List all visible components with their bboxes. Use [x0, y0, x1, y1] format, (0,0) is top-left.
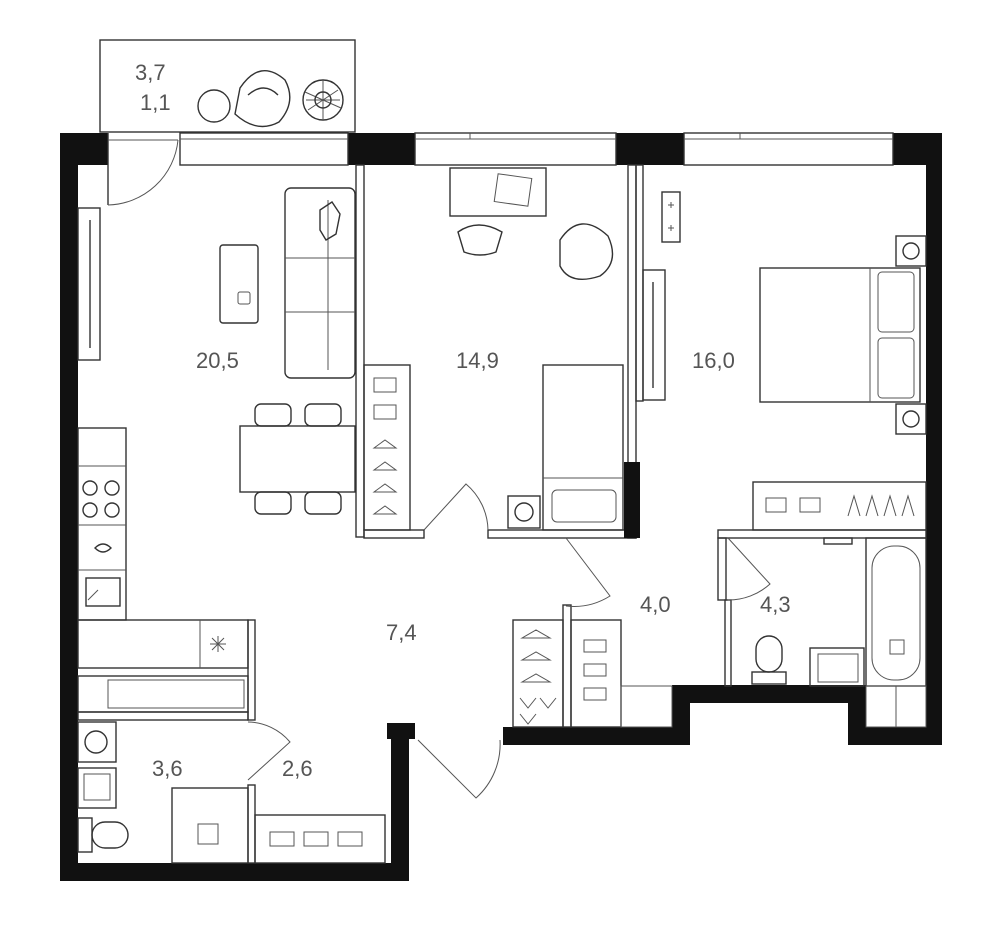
wardrobe-icon: [512, 619, 622, 728]
kitchen-cabinet: [77, 675, 249, 713]
plant-icon: [302, 79, 344, 121]
armchair-icon: [234, 70, 291, 128]
door-icon: [565, 537, 771, 607]
bathtub-icon: [865, 537, 927, 687]
toilet-icon: [77, 817, 129, 853]
kitchen-counter: [77, 427, 127, 621]
sink-icon: [85, 543, 121, 607]
tv-icon: [77, 207, 101, 361]
corridor-area-label: 4,0: [640, 592, 671, 617]
desk-chair-icon: [457, 224, 503, 256]
entrance-door-icon: [417, 739, 501, 799]
bedroom-area-label: 16,0: [692, 348, 735, 373]
interior-walls: [77, 164, 927, 864]
single-bed-icon: [542, 364, 624, 531]
outlet-icon: [661, 191, 681, 243]
door-icon: [423, 483, 489, 531]
laundry-area-label: 3,6: [152, 756, 183, 781]
stove-icon: [82, 480, 120, 518]
dining-table-icon: [239, 403, 356, 515]
bedroom-office-area-label: 14,9: [456, 348, 499, 373]
tv-icon: [642, 269, 666, 401]
desk-icon: [449, 167, 547, 217]
balcony-outline: [99, 39, 356, 133]
balcony-area2-label: 1,1: [140, 90, 171, 115]
wardrobe-icon: [363, 364, 411, 531]
balcony-door-icon: [107, 133, 179, 206]
shower-icon: [171, 787, 249, 864]
balcony-table-icon: [197, 89, 231, 123]
wardrobe-icon: [752, 481, 927, 531]
balcony: [99, 39, 356, 133]
armchair-icon: [559, 223, 614, 280]
washing-machine-icon: [77, 721, 117, 763]
nightstand-icon: [895, 235, 927, 435]
living-kitchen-area-label: 20,5: [196, 348, 239, 373]
window-icon: [179, 132, 894, 166]
fridge-icon: [77, 619, 249, 669]
door-icon: [247, 721, 291, 781]
bed-icon: [759, 267, 921, 403]
bath-floor: [620, 685, 927, 728]
balcony-area-label: 3,7: [135, 60, 166, 85]
sink-icon: [77, 767, 117, 809]
bathroom-area-label: 4,3: [760, 592, 791, 617]
sofa-icon: [284, 187, 356, 379]
wardrobe-icon: [254, 814, 386, 864]
towel-rail-icon: [823, 537, 853, 545]
exterior-walls: [60, 133, 942, 881]
hallway-area-label: 7,4: [386, 620, 417, 645]
toilet-icon: [751, 635, 787, 685]
nightstand-icon: [507, 495, 541, 529]
sink-icon: [809, 647, 865, 687]
storage-area-label: 2,6: [282, 756, 313, 781]
coffee-table-icon: [219, 244, 259, 324]
